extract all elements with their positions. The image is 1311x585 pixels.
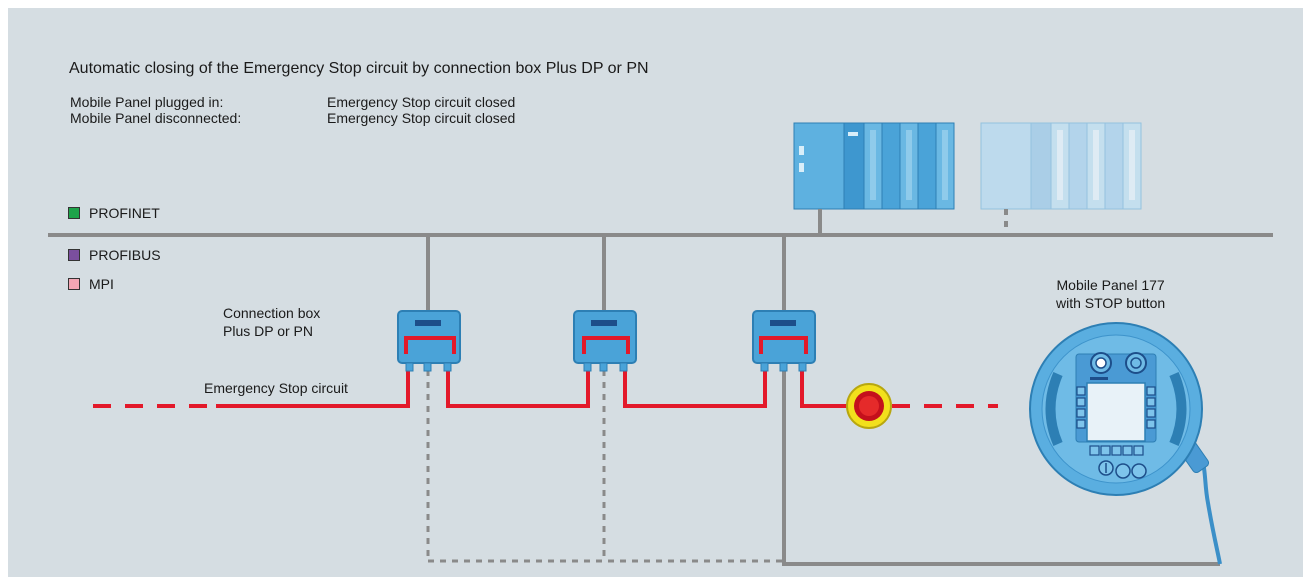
legend-label-profibus: PROFIBUS: [89, 247, 161, 263]
connection-box-icon: [752, 310, 816, 372]
status-value-disconnected: Emergency Stop circuit closed: [327, 110, 516, 126]
diagram-canvas: Automatic closing of the Emergency Stop …: [8, 8, 1303, 577]
legend-item-mpi: MPI: [68, 276, 114, 292]
mobile-panel-icon: [1029, 322, 1210, 496]
connection-box-icon: [573, 310, 637, 372]
emergency-stop-circuit-line: [93, 360, 998, 408]
plc-rack-icon: [793, 122, 955, 210]
legend-swatch-profibus: [68, 249, 80, 261]
mobile-panel-label: Mobile Panel 177 with STOP button: [1056, 277, 1166, 311]
diagram-title: Automatic closing of the Emergency Stop …: [69, 60, 649, 77]
bus-lines: [48, 209, 1273, 566]
legend-swatch-profinet: [68, 207, 80, 219]
connection-box-icon: [397, 310, 461, 372]
legend-label-profinet: PROFINET: [89, 205, 160, 221]
status-label-plugged-in: Mobile Panel plugged in:: [70, 94, 224, 110]
network-diagram: [48, 122, 1273, 566]
legend-item-profinet: PROFINET: [68, 205, 160, 221]
emergency-stop-circuit-label: Emergency Stop circuit: [204, 380, 348, 396]
plc-rack-faded-icon: [980, 122, 1142, 210]
status-value-plugged-in: Emergency Stop circuit closed: [327, 94, 516, 110]
status-label-disconnected: Mobile Panel disconnected:: [70, 110, 242, 126]
bus-lines-disconnected: [426, 370, 784, 563]
legend-swatch-mpi: [68, 278, 80, 290]
emergency-stop-button-icon: [846, 383, 892, 429]
legend-item-profibus: PROFIBUS: [68, 247, 161, 263]
legend-label-mpi: MPI: [89, 276, 114, 292]
connection-box-label: Connection box Plus DP or PN: [223, 305, 321, 339]
